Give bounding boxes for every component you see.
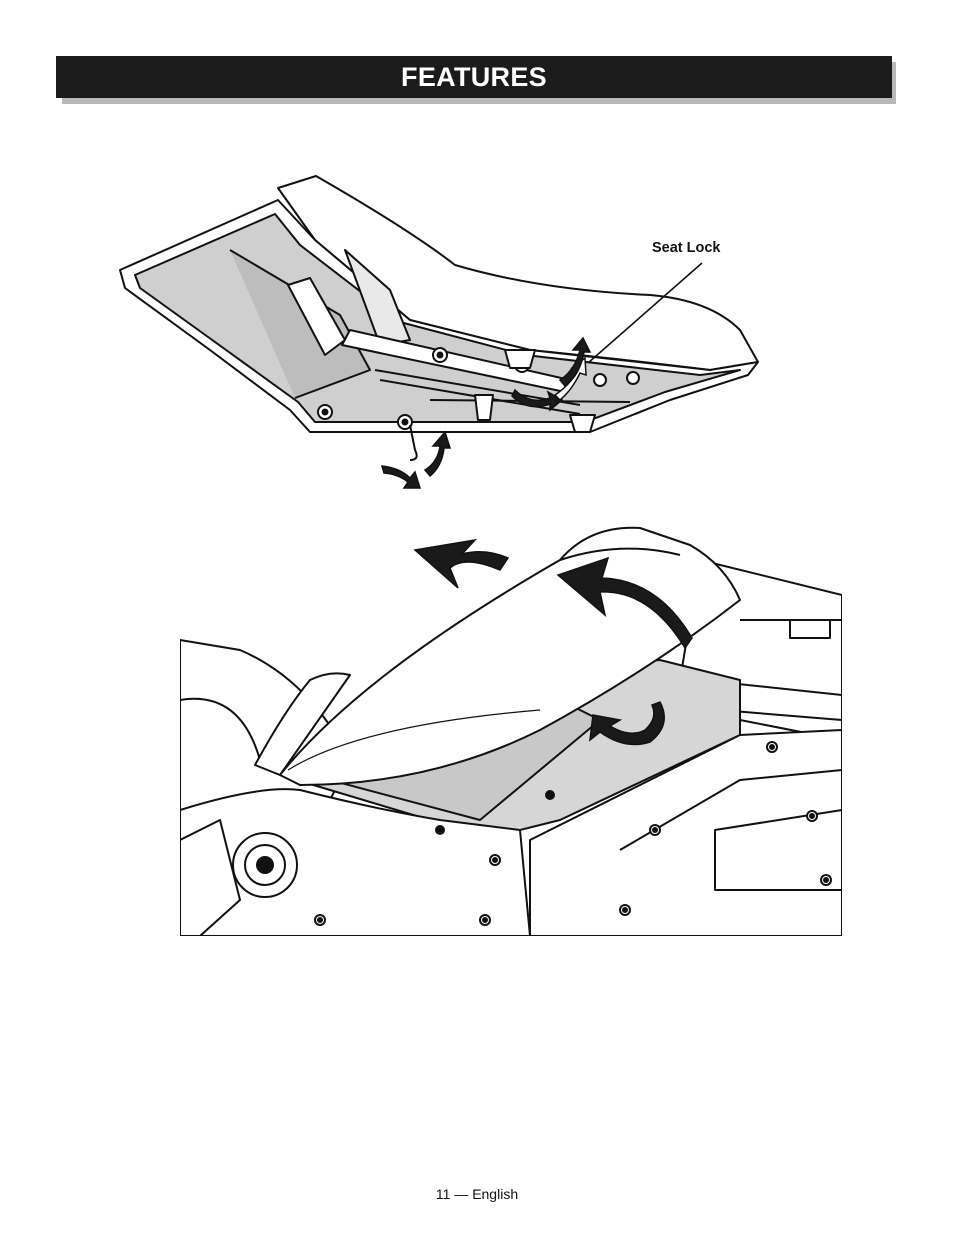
section-header: FEATURES [56, 56, 892, 98]
seat-underside-illustration [110, 170, 760, 490]
seat-lock-label: Seat Lock [652, 240, 721, 256]
page-footer: 11 — English [0, 1186, 954, 1202]
seat-removal-illustration [180, 520, 842, 936]
section-title: FEATURES [401, 62, 547, 93]
